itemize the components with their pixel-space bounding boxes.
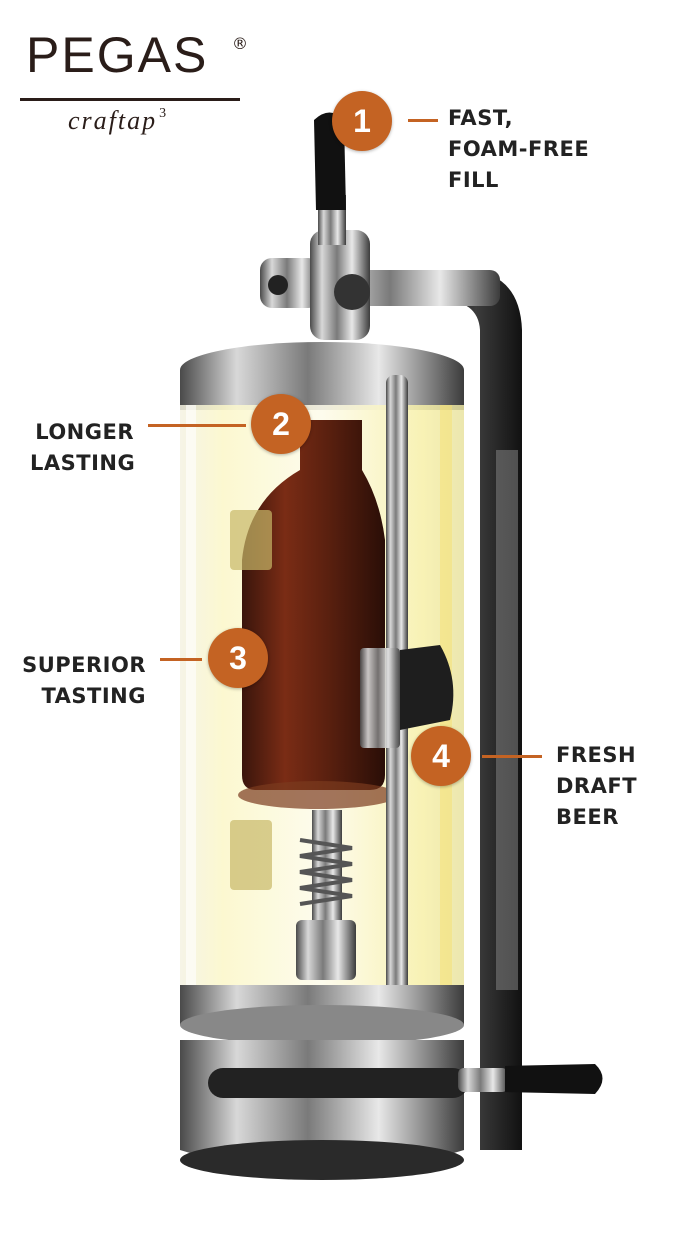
callout-3-badge: 3 xyxy=(208,628,268,688)
callout-4-badge: 4 xyxy=(411,726,471,786)
registered-mark: ® xyxy=(232,34,248,53)
callout-1-label: FAST, FOAM-FREE FILL xyxy=(448,106,590,192)
logo-wordmark: PEGAS xyxy=(26,27,209,83)
callout-2-leader xyxy=(148,424,246,427)
callout-3-label: SUPERIOR TASTING xyxy=(22,653,146,708)
callout-2-badge: 2 xyxy=(251,394,311,454)
callout-2-label: LONGER LASTING xyxy=(30,420,136,475)
callout-1-leader xyxy=(408,119,438,122)
logo-divider xyxy=(20,98,240,101)
callout-4-leader xyxy=(482,755,542,758)
callout-1-badge: 1 xyxy=(332,91,392,151)
callout-4-label: FRESH DRAFT BEER xyxy=(556,743,638,829)
callout-3-leader xyxy=(160,658,202,661)
